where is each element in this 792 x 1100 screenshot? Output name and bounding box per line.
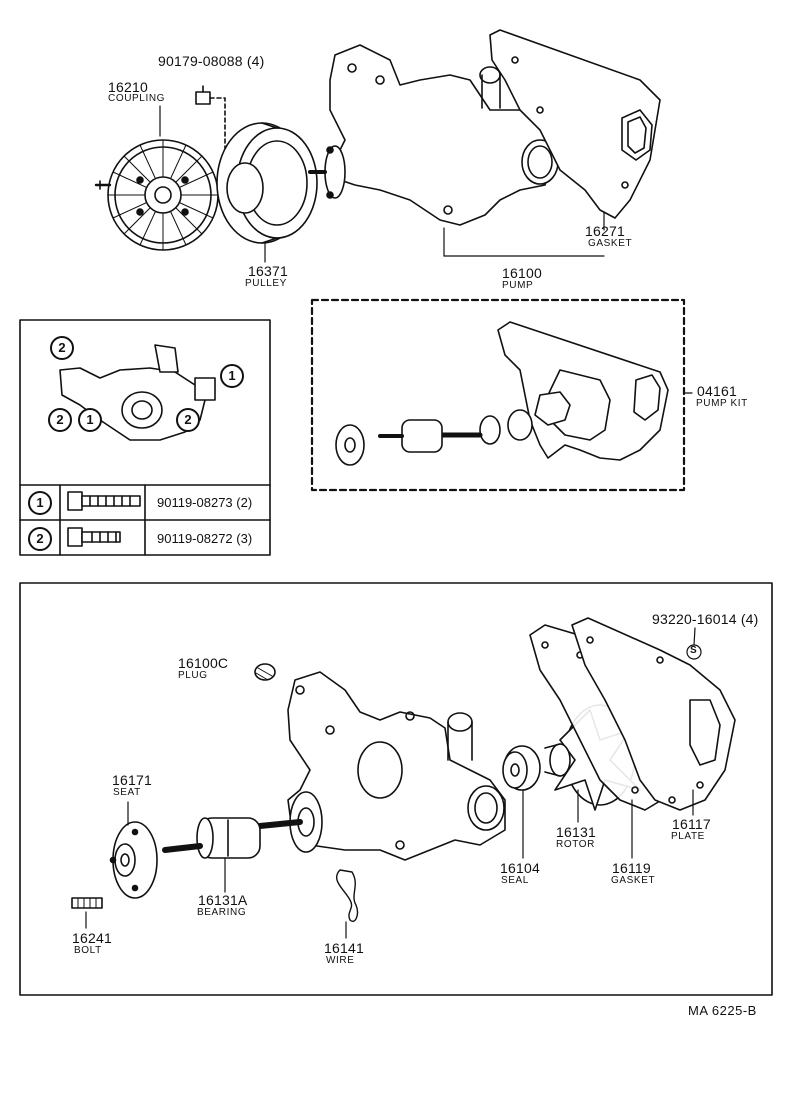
pump-body-drawing <box>308 44 559 226</box>
inset-callout-2-left: 2 <box>48 408 72 432</box>
seal-name: SEAL <box>501 875 529 886</box>
bolt-name: BOLT <box>74 945 102 956</box>
bearing-part-number: 16131A <box>198 892 248 908</box>
seat-name: SEAT <box>113 787 141 798</box>
seal-part-number: 16104 <box>500 860 540 876</box>
table-row-1-part: 90119-08273 (2) <box>157 495 253 510</box>
inset-callout-2-top: 2 <box>50 336 74 360</box>
wire-part-number: 16141 <box>324 940 364 956</box>
plug-name: PLUG <box>178 670 208 681</box>
bolt-part-number: 16241 <box>72 930 112 946</box>
pump-kit-box <box>310 298 686 492</box>
s-mark: S <box>690 645 697 656</box>
table-row-2-part: 90119-08272 (3) <box>157 531 253 546</box>
detail-pump-drawing <box>287 671 506 861</box>
gasket-top-name: GASKET <box>588 238 633 249</box>
pump-name: PUMP <box>502 280 534 291</box>
rotor-name: ROTOR <box>556 839 595 850</box>
plate-name: PLATE <box>671 831 705 842</box>
bolt-93220-label: 93220-16014 (4) <box>652 611 759 627</box>
pulley-part-number: 16371 <box>248 263 288 279</box>
table-row-1-number: 1 <box>28 491 52 515</box>
coupling-name: COUPLING <box>108 93 166 104</box>
pump-kit-drawing <box>335 321 669 466</box>
inset-callout-1-left: 1 <box>78 408 102 432</box>
pump-kit-name: PUMP KIT <box>696 398 748 409</box>
bolt-90179-label: 90179-08088 (4) <box>158 53 265 69</box>
detail-gasket-part-number: 16119 <box>612 860 651 876</box>
rotor-part-number: 16131 <box>556 824 596 840</box>
bolt-1-icon <box>67 491 141 511</box>
pulley-drawing <box>216 122 318 244</box>
bolt-2-icon <box>67 527 121 547</box>
gasket-top-part-number: 16271 <box>585 223 625 239</box>
coupling-drawing <box>94 139 219 251</box>
seat-part-number: 16171 <box>112 772 152 788</box>
coupling-part-number: 16210 <box>108 79 148 95</box>
detail-frame <box>19 582 773 996</box>
diagram-code: MA 6225-B <box>688 1003 757 1018</box>
seal-drawing <box>502 745 541 791</box>
bearing-name: BEARING <box>197 907 247 918</box>
inset-callout-1-right: 1 <box>220 364 244 388</box>
pump-kit-part-number: 04161 <box>697 383 737 399</box>
stud-bolt-drawing <box>71 897 103 909</box>
inset-callout-2-right: 2 <box>176 408 200 432</box>
wire-drawing <box>335 869 359 922</box>
plate-part-number: 16117 <box>672 816 711 832</box>
wire-name: WIRE <box>326 955 355 966</box>
detail-gasket-name: GASKET <box>611 875 656 886</box>
plug-drawing <box>254 663 276 681</box>
bearing-drawing <box>162 817 303 859</box>
inset-pump-drawing <box>59 344 216 441</box>
plug-part-number: 16100C <box>178 655 229 671</box>
table-row-2-number: 2 <box>28 527 52 551</box>
plate-drawing <box>571 617 736 811</box>
seat-drawing <box>109 821 158 899</box>
gasket-top-drawing <box>489 29 661 219</box>
pulley-name: PULLEY <box>245 278 287 289</box>
pump-part-number: 16100 <box>502 265 542 281</box>
